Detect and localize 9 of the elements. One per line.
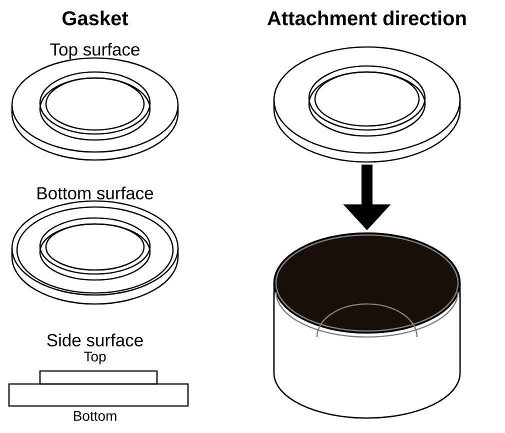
label: Bottom surface [38,186,154,200]
label: Top surface [50,42,140,60]
label: Side surface [47,334,143,346]
heading: Attachment direction [268,10,466,26]
picture [273,46,461,163]
heading: Gasket [62,10,128,26]
label: Bottom [74,411,116,421]
label: Top [84,352,106,364]
picture [273,232,461,419]
